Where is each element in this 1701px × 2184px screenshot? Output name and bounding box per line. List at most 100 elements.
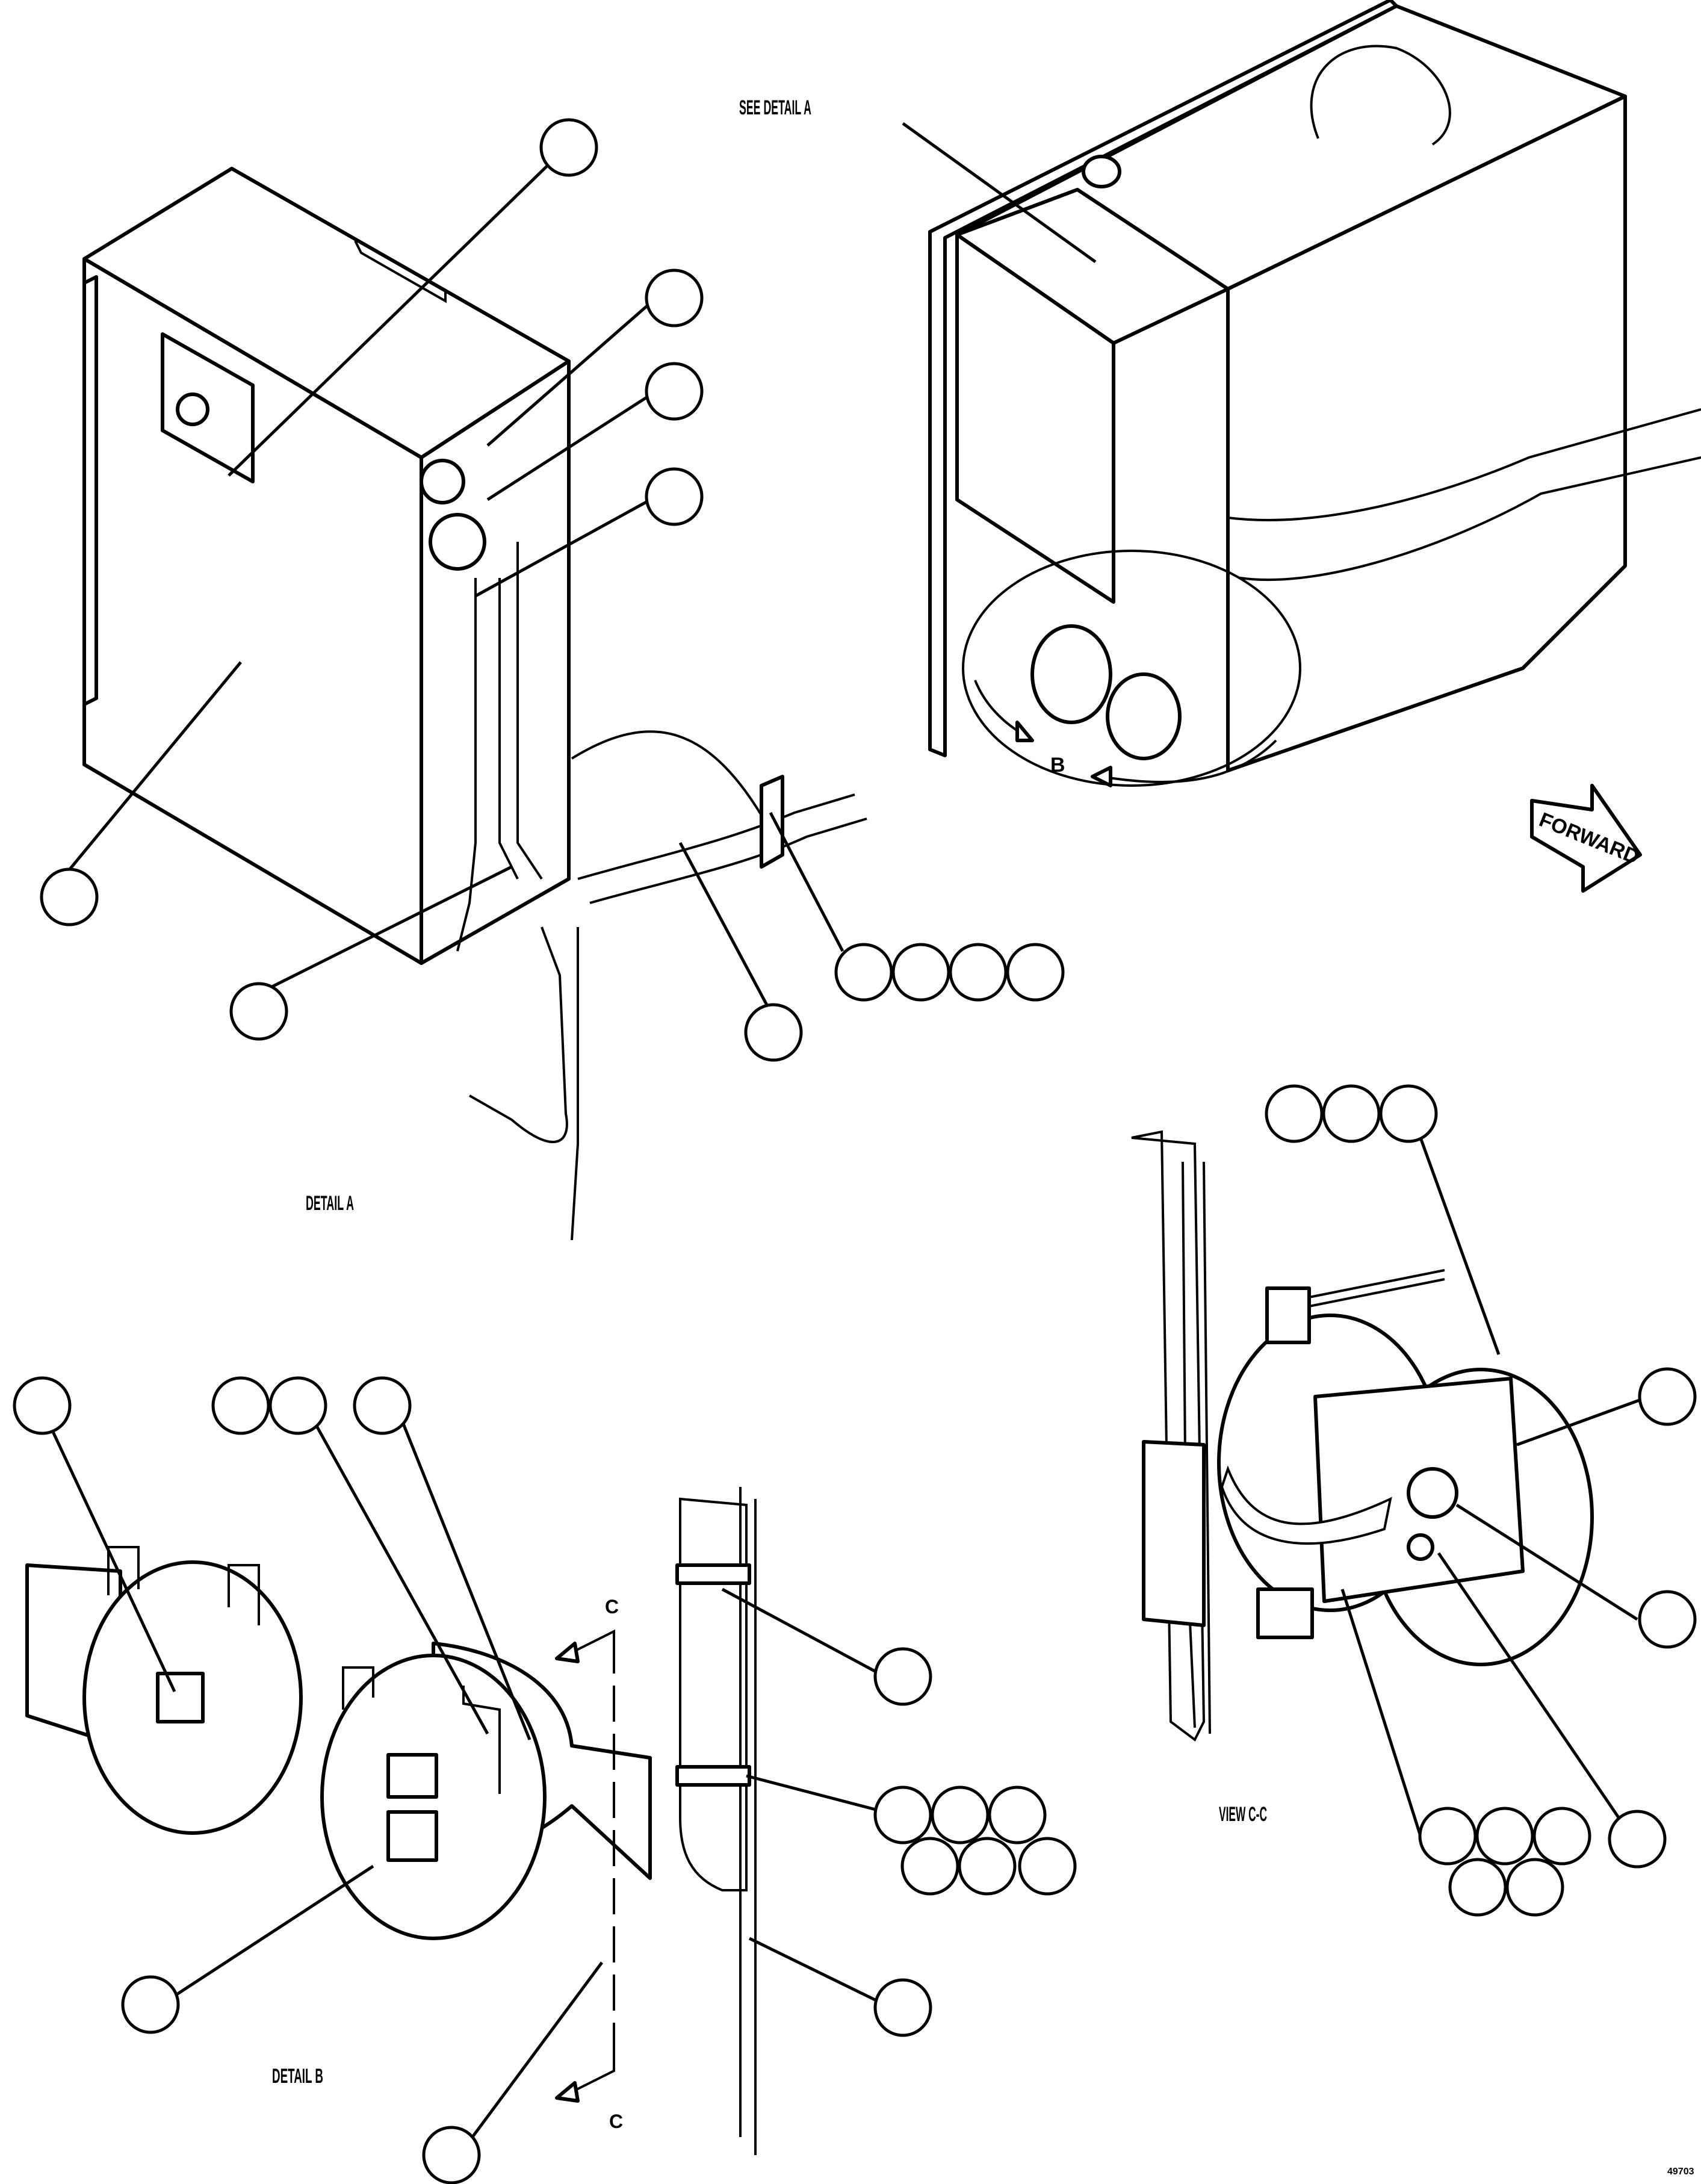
callout-bubble — [645, 362, 704, 421]
leader-17 — [721, 1587, 886, 1678]
overview-side-hose-1 — [1227, 408, 1701, 521]
callout-bubble — [211, 1376, 270, 1435]
callout-bubble — [1505, 1858, 1564, 1917]
section-c-bottom-label: C — [609, 2111, 623, 2132]
callout-bubble — [958, 1837, 1017, 1896]
view-cc-tie-rod-2 — [1294, 1278, 1445, 1311]
callout-bubble — [931, 1785, 990, 1844]
detail-b-pump-1-label — [156, 1672, 205, 1723]
callout-bubble — [1608, 1810, 1667, 1869]
overview-arrowhead-left — [1015, 721, 1034, 742]
callout-bubble — [873, 1785, 932, 1844]
section-c-top-arrow — [565, 1629, 615, 1657]
detail-b-clamp-upper — [675, 1563, 751, 1585]
view-cc-bracket-lower — [1256, 1587, 1314, 1639]
overview-pump-2 — [1106, 672, 1182, 760]
overview-rotation-arrow-right — [1101, 739, 1277, 784]
section-c-bottom-arrowhead — [555, 2081, 580, 2103]
detail-a-hose-4 — [571, 730, 772, 831]
overview-drawing — [902, 0, 1701, 787]
callout-bubble — [873, 1978, 932, 2037]
callout-bubble — [1018, 1837, 1077, 1896]
leader-9 — [1419, 1137, 1501, 1355]
section-c-top-arrowhead — [555, 1642, 580, 1663]
detail-a-hose-5 — [577, 793, 855, 880]
view-cc-plate — [1142, 1440, 1206, 1627]
detail-a-label: DETAIL A — [306, 1192, 354, 1215]
section-c-bottom-arrow — [565, 2059, 615, 2096]
callout-bubble — [873, 1647, 932, 1706]
leader-18 — [746, 1774, 885, 1814]
callout-bubble — [1532, 1807, 1591, 1866]
view-cc-pipe-left — [1131, 1130, 1206, 1742]
callout-bubble — [13, 1376, 72, 1435]
detail-a-hose-bracket — [760, 775, 784, 869]
detail-b-pump-1-bracket — [107, 1546, 260, 1625]
callout-bubble — [949, 943, 1008, 1002]
callout-bubble — [1322, 1084, 1381, 1143]
detail-b-label: DETAIL B — [272, 2065, 323, 2088]
detail-a-fin-panel — [82, 275, 98, 706]
view-cc-plug — [1407, 1533, 1434, 1561]
detail-b-pump-2-label-1 — [386, 1753, 438, 1799]
forward-arrow-shape — [1530, 784, 1642, 893]
detail-a-drawing — [82, 167, 867, 1241]
overview-box-front — [955, 233, 1115, 604]
leader-13 — [1340, 1589, 1422, 1837]
leader-2 — [486, 297, 657, 447]
callout-bubble — [268, 1376, 327, 1435]
detail-a-hose-8 — [571, 927, 579, 1241]
callout-bubble — [1265, 1084, 1324, 1143]
leader-21 — [462, 1961, 604, 2150]
leader-7 — [678, 842, 775, 1019]
view-cc-label: VIEW C-C — [1219, 1803, 1267, 1826]
leader-14 — [40, 1407, 176, 1693]
leader-15 — [305, 1407, 489, 1735]
detail-a-dial — [176, 392, 209, 426]
callout-bubble — [1448, 1858, 1507, 1917]
detail-b-arrow-label: B — [1050, 754, 1065, 777]
detail-a-valve-lower — [429, 513, 486, 571]
leader-12 — [1437, 1552, 1633, 1837]
figure-number-label: 49703 — [1667, 2167, 1694, 2177]
callout-bubble — [1638, 1590, 1697, 1649]
leader-11 — [1455, 1503, 1638, 1621]
overview-housing-side — [1226, 95, 1627, 772]
callout-bubble — [539, 118, 598, 177]
overview-side-hose-2 — [1239, 456, 1701, 582]
section-c-top-label: C — [605, 1596, 619, 1618]
leader-1 — [228, 158, 555, 477]
callout-bubble — [834, 943, 893, 1002]
view-cc-inlet-hose — [1220, 1465, 1392, 1545]
detail-a-hose-3 — [516, 542, 543, 880]
callout-bubble — [422, 2126, 481, 2184]
forward-arrow — [1530, 784, 1642, 893]
leader-8 — [769, 811, 844, 952]
overview-detail-b-ellipse — [962, 550, 1301, 787]
callout-leaders — [40, 158, 1650, 2150]
view-cc-bracket-upper — [1265, 1286, 1311, 1344]
detail-b-pump-2-bracket — [342, 1666, 501, 1794]
see-detail-a-label: SEE DETAIL A — [739, 96, 811, 119]
view-cc-fitting — [1407, 1467, 1458, 1519]
callout-bubble — [121, 1975, 180, 2034]
callout-bubble — [744, 1003, 803, 1062]
callout-bubble — [353, 1376, 412, 1435]
callout-bubbles — [13, 118, 1697, 2184]
detail-b-pump-2-label-2 — [386, 1810, 438, 1862]
callout-bubble — [1006, 943, 1065, 1002]
leader-4 — [474, 495, 657, 598]
detail-b-hose-main — [679, 1497, 748, 1891]
overview-arrowhead-right — [1091, 766, 1112, 787]
overview-pump-1 — [1030, 624, 1112, 724]
callout-bubble — [1638, 1367, 1697, 1426]
detail-a-side-panel — [420, 359, 571, 965]
detail-a-hose-1 — [456, 578, 477, 952]
detail-a-hose-7 — [469, 926, 568, 1143]
callout-bubble — [1475, 1807, 1534, 1866]
callout-bubble — [40, 867, 99, 926]
detail-a-valve-upper — [420, 459, 465, 504]
leader-19 — [155, 1864, 374, 2009]
view-cc-pipe-right-2 — [1203, 1161, 1211, 1734]
